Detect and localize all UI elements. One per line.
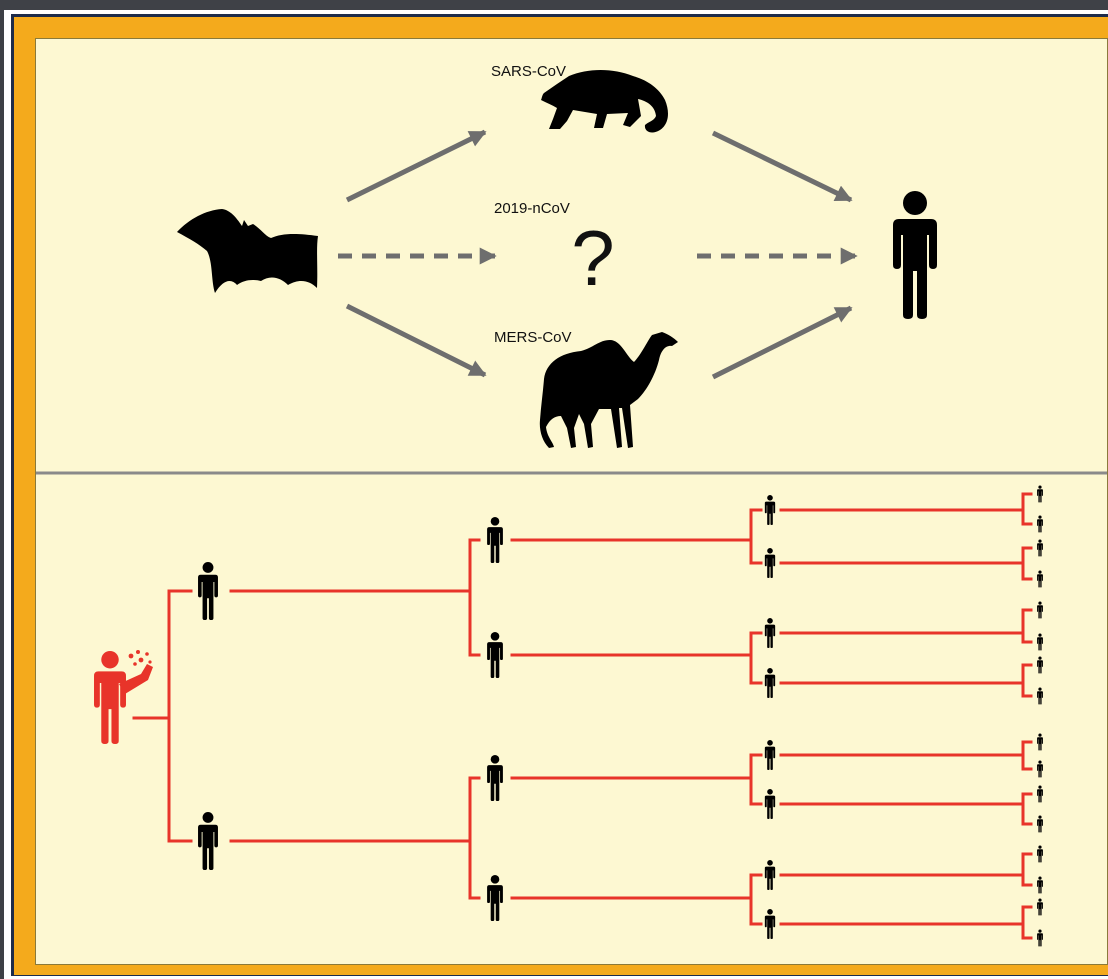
figure-panel-inner: ? SARS-CoV 2019-nCoV MERS-CoV [35, 38, 1108, 965]
contact-person-icon [487, 517, 503, 563]
contact-person-icon [1037, 601, 1043, 619]
transmission-tree-people [198, 485, 1043, 947]
contact-person-icon [1037, 929, 1043, 947]
contact-person-icon [1037, 760, 1043, 778]
contact-person-icon [764, 860, 776, 890]
arrow-camel-to-human [711, 305, 853, 380]
question-mark: ? [571, 214, 614, 302]
contact-person-icon [1037, 515, 1043, 533]
bat-icon [177, 209, 318, 293]
contact-person-icon [764, 548, 776, 578]
question-mark-glyph: ? [571, 214, 614, 302]
contact-person-icon [764, 789, 776, 819]
contact-person-icon [1037, 898, 1043, 916]
route-label-sars: SARS-CoV [491, 63, 566, 80]
contact-person-icon [487, 755, 503, 801]
contact-person-icon [1037, 785, 1043, 803]
cough-droplets [128, 650, 152, 666]
contact-person-icon [487, 875, 503, 921]
figure-canvas: ? SARS-CoV 2019-nCoV MERS-CoV [36, 63, 1107, 947]
route-label-mers: MERS-CoV [494, 329, 572, 346]
contact-person-icon [1037, 485, 1043, 503]
arrow-civet-to-human [711, 130, 853, 203]
contact-person-icon [1037, 815, 1043, 833]
cough-arm [119, 664, 153, 694]
contact-person-icon [1037, 733, 1043, 751]
contact-person-icon [1037, 570, 1043, 588]
figure-panel: ? SARS-CoV 2019-nCoV MERS-CoV [14, 17, 1108, 975]
contact-person-icon [764, 740, 776, 770]
contact-person-icon [764, 668, 776, 698]
contact-person-icon [1037, 845, 1043, 863]
route-label-2019-ncov: 2019-nCoV [494, 200, 570, 217]
arrow-bat-to-civet [345, 129, 487, 203]
human-target-icon [893, 191, 937, 319]
window-top-bar [0, 0, 1108, 10]
contact-person-icon [1037, 687, 1043, 705]
contact-person-icon [1037, 539, 1043, 557]
contact-person-icon [487, 632, 503, 678]
contact-person-icon [764, 618, 776, 648]
camel-icon [539, 332, 678, 448]
arrow-bat-to-camel [345, 303, 487, 378]
contact-person-icon [764, 495, 776, 525]
transmission-tree-lines [132, 492, 1033, 940]
transmission-arrows [338, 129, 858, 380]
civet-icon [541, 70, 668, 133]
contact-person-icon [198, 812, 218, 870]
route-labels: SARS-CoV 2019-nCoV MERS-CoV [491, 63, 572, 346]
contact-person-icon [198, 562, 218, 620]
contact-person-icon [764, 909, 776, 939]
contact-person-icon [1037, 656, 1043, 674]
contact-person-icon [1037, 633, 1043, 651]
coughing-person-icon [94, 650, 153, 744]
contact-person-icon [1037, 876, 1043, 894]
